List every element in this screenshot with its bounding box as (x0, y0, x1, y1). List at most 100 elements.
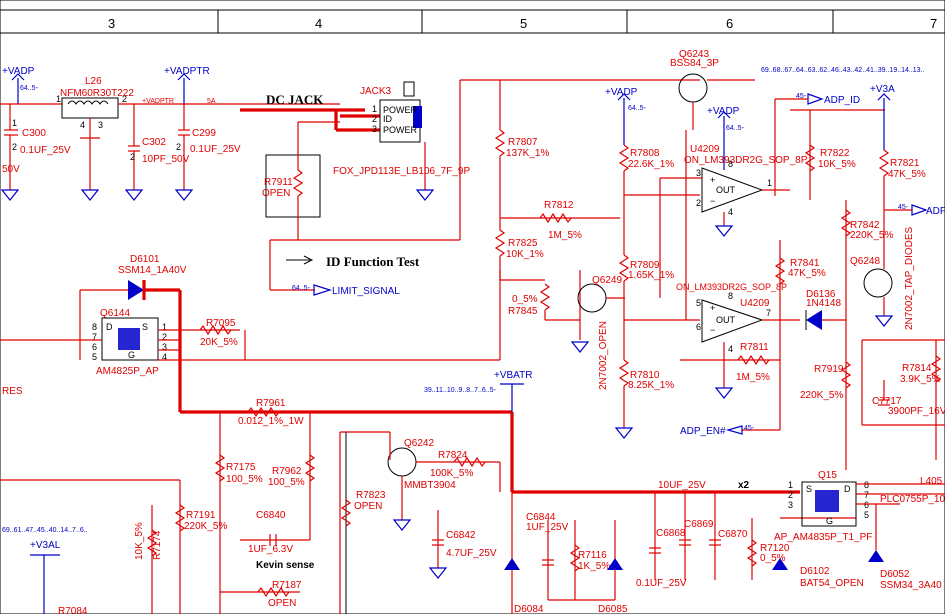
net-vbatr: +VBATR (494, 370, 532, 381)
svg-text:D: D (106, 322, 113, 332)
r7821-ref: R7821 (890, 158, 920, 169)
svg-text:2: 2 (162, 332, 167, 342)
r7842-ref: R7842 (850, 220, 880, 231)
r7191-ref: R7191 (186, 510, 216, 521)
r7911-ref: R7911 (264, 177, 293, 188)
net-vadp-u: +VADP (707, 106, 740, 117)
svg-text:3: 3 (788, 500, 793, 510)
svg-text:G: G (826, 516, 833, 526)
d6101-value: SSM14_1A40V (118, 265, 187, 276)
c302-ref: C302 (142, 137, 166, 148)
power-path: D6101 SSM14_1A40V Q6144 D S G 8 7 6 5 1 … (0, 254, 800, 614)
q6249-value: 2N7002_OPEN (598, 321, 609, 390)
svg-text:6: 6 (92, 342, 97, 352)
net-res: RES (2, 386, 23, 397)
r7120-value: 0_5% (760, 553, 786, 564)
r7810-ref: R7810 (630, 370, 660, 381)
svg-text:S: S (806, 484, 812, 494)
l26-value: NFM60R30T222 (60, 88, 134, 99)
grid-col-4: 4 (315, 16, 322, 31)
q6144-value: AM4825P_AP (96, 366, 159, 377)
r7812-value: 1M_5% (548, 230, 582, 241)
svg-text:2: 2 (176, 142, 181, 152)
r7962-ref: R7962 (272, 466, 302, 477)
c6870-ref: C6870 (718, 529, 748, 540)
cap-10uf: 10UF_25V (658, 480, 706, 491)
net-adp-id-ref: 45- (796, 93, 807, 100)
r7842-value: 220K_5% (850, 230, 893, 241)
jack3-ref: JACK3 (360, 86, 392, 97)
l405-value: PLC0755P_10 (880, 494, 945, 505)
r7825-ref: R7825 (508, 238, 538, 249)
r7845-value: 0_5% (512, 294, 538, 305)
q15-value: AP_AM4835P_T1_PF (774, 532, 872, 543)
svg-text:4: 4 (162, 352, 167, 362)
svg-text:OUT: OUT (716, 315, 736, 325)
d6085-ref: D6085 (598, 604, 628, 614)
c6844-ref: C6844 (526, 512, 556, 523)
net-vadp-mid-ref: 64..5- (628, 105, 647, 112)
svg-text:1: 1 (788, 480, 793, 490)
r7919-ref: R7919 (814, 364, 844, 375)
svg-text:1: 1 (162, 322, 167, 332)
c302-value: 10PF_50V (142, 154, 190, 165)
net-limit-ref: 64..5- (292, 285, 311, 292)
d6136-ref: D6136 (806, 289, 836, 300)
c299-value: 0.1UF_25V (190, 144, 241, 155)
r7841-value: 47K_5% (788, 268, 826, 279)
svg-text:2: 2 (130, 152, 135, 162)
x2-note: x2 (738, 480, 750, 491)
svg-text:7: 7 (92, 332, 97, 342)
svg-text:8: 8 (864, 480, 869, 490)
svg-text:−: − (710, 196, 715, 206)
svg-text:2: 2 (696, 198, 701, 208)
r7175-ref: R7175 (226, 462, 256, 473)
net-v3al-ref: 69..61..47..45..40..14..7..6.. (2, 527, 88, 534)
r7809-value: 1.65K_1% (628, 270, 674, 281)
id-function-test: ID Function Test (326, 254, 420, 269)
d6136-value: 1N4148 (806, 298, 841, 309)
svg-text:4: 4 (728, 344, 733, 354)
net-vadp-left-ref: 64..5- (20, 85, 39, 92)
u4209b-value: ON_LM393DR2G_SOP_8P (676, 282, 787, 292)
dc-jack-title: DC JACK (266, 92, 324, 107)
net-v3al: +V3AL (30, 540, 61, 551)
r7807-ref: R7807 (508, 137, 538, 148)
r7822-ref: R7822 (820, 148, 850, 159)
r7814-ref: R7814 (902, 363, 932, 374)
u4209b-ref: U4209 (740, 298, 770, 309)
q6248-value: 2N7002_TAP_DIODES (904, 226, 915, 330)
svg-text:8: 8 (728, 291, 733, 301)
r7823-ref: R7823 (356, 490, 386, 501)
svg-text:4: 4 (728, 207, 733, 217)
r7841-ref: R7841 (790, 258, 820, 269)
svg-text:OUT: OUT (716, 185, 736, 195)
c6840-ref: C6840 (256, 510, 286, 521)
d6052-value: SSM34_3A40 (880, 580, 942, 591)
net-vadp-mid: +VADP (605, 87, 638, 98)
net-vbatr-ref: 39..11..10..9..8..7..6..5- (424, 387, 497, 394)
r7809-ref: R7809 (630, 260, 660, 271)
r7919-value: 220K_5% (800, 390, 843, 401)
c6842-value: 4.7UF_25V (446, 548, 497, 559)
d6102-ref: D6102 (800, 566, 830, 577)
d6052-ref: D6052 (880, 569, 910, 580)
d6084-ref: D6084 (514, 604, 544, 614)
d6102-value: BAT54_OPEN (800, 578, 864, 589)
c300-ref: C300 (22, 128, 46, 139)
svg-text:1: 1 (372, 104, 377, 114)
net-limit-signal: LIMIT_SIGNAL (332, 286, 400, 297)
r7845-ref: R7845 (508, 306, 538, 317)
d6101-ref: D6101 (130, 254, 160, 265)
current-note: 5A (207, 98, 216, 105)
u4209a-value: ON_LM393DR2G_SOP_8P (684, 155, 808, 166)
kevin-sense-note: Kevin sense (256, 560, 315, 571)
net-adp-right-ref: 45- (898, 204, 909, 211)
svg-text:S: S (142, 322, 148, 332)
c6869-ref: C6869 (684, 519, 714, 530)
svg-text:1: 1 (12, 118, 17, 128)
svg-text:8: 8 (92, 322, 97, 332)
r7811-value: 1M_5% (736, 372, 770, 383)
svg-text:3: 3 (696, 168, 701, 178)
r7810-value: 8.25K_1% (628, 380, 674, 391)
